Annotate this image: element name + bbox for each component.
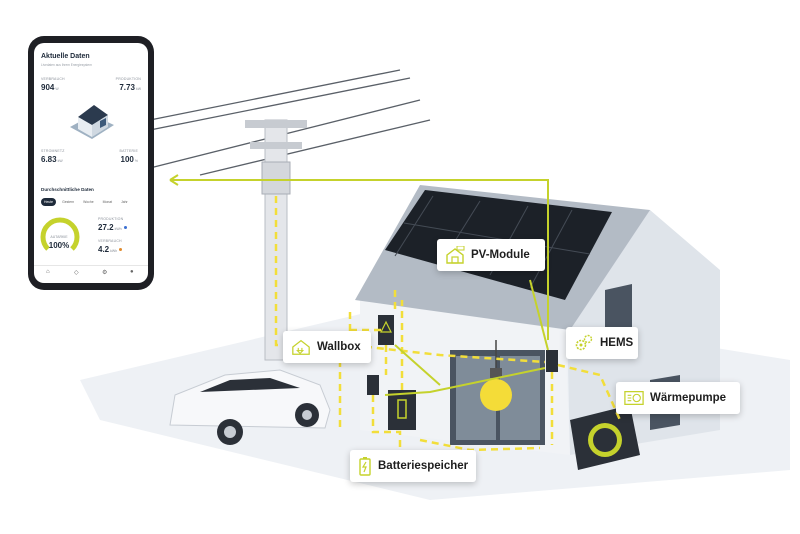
avg-verbrauch-label: VERBRAUCH xyxy=(98,239,122,243)
nav-devices-icon[interactable]: ⚙ xyxy=(102,270,108,276)
autarkie-label: AUTARKIE xyxy=(50,235,68,239)
heat-pump-icon xyxy=(624,388,644,408)
avg-data-title: Durchschnittliche Daten xyxy=(41,187,94,192)
tab-woche[interactable]: Woche xyxy=(83,200,94,204)
solid-connections xyxy=(169,174,549,396)
phone-screen: Aktuelle Daten Livedaten aus Ihrem Energ… xyxy=(34,43,148,283)
tab-heute[interactable]: Heute xyxy=(41,198,57,206)
smartphone: Aktuelle Daten Livedaten aus Ihrem Energ… xyxy=(28,36,154,290)
battery-unit xyxy=(388,390,416,430)
batterie-label: BATTERIE xyxy=(119,149,138,153)
batteriespeicher-text: Batteriespeicher xyxy=(378,460,469,472)
tab-gestern[interactable]: Gestern xyxy=(62,200,75,204)
phone-title: Aktuelle Daten xyxy=(41,53,90,60)
hems-text: HEMS xyxy=(600,337,634,349)
nav-home-icon[interactable]: ⌂ xyxy=(46,269,50,275)
bottom-nav-divider xyxy=(34,265,148,266)
house-thumbnail-icon xyxy=(70,105,114,139)
inverter-box xyxy=(378,315,394,345)
house-plug-icon xyxy=(291,337,311,357)
autarkie-gauge xyxy=(40,217,80,257)
gears-icon xyxy=(574,333,594,353)
nav-chart-icon[interactable]: ◇ xyxy=(74,270,79,276)
heat-pump-unit xyxy=(570,405,640,470)
stromnetz-label: STROMNETZ xyxy=(41,149,65,153)
utility-pole xyxy=(245,119,307,361)
pv-module-text: PV-Module xyxy=(471,249,530,261)
waermepumpe-text: Wärmepumpe xyxy=(650,392,727,404)
batterie-value: 100% xyxy=(120,155,138,164)
waermepumpe-label: Wärmepumpe xyxy=(616,382,740,414)
hems-label: HEMS xyxy=(566,327,638,359)
tab-monat[interactable]: Monat xyxy=(102,200,113,204)
tab-jahr[interactable]: Jahr xyxy=(121,200,128,204)
verbrauch-value: 904W xyxy=(41,83,59,92)
wallbox-label: Wallbox xyxy=(283,331,371,363)
verbrauch-dot-icon xyxy=(119,248,123,252)
electric-car xyxy=(169,369,331,445)
battery-icon xyxy=(358,456,372,476)
arrow-to-phone xyxy=(170,179,549,340)
solar-house-icon xyxy=(445,245,465,265)
avg-produktion-value: 27.2kWh xyxy=(98,223,127,232)
autarkie-value: 100% xyxy=(48,241,70,250)
produktion-value: 7.73kW xyxy=(119,83,141,92)
meter-box xyxy=(367,375,379,395)
verbrauch-label: VERBRAUCH xyxy=(41,77,65,81)
produktion-label: PRODUKTION xyxy=(115,77,141,81)
produktion-dot-icon xyxy=(123,226,127,230)
hems-box xyxy=(546,350,558,372)
avg-verbrauch-value: 4.2kWh xyxy=(98,245,123,254)
stromnetz-value: 6.83kW xyxy=(41,155,63,164)
phone-subtitle: Livedaten aus Ihrem Energiesystem xyxy=(41,63,92,67)
batteriespeicher-label: Batteriespeicher xyxy=(350,450,476,482)
nav-profile-icon[interactable]: ● xyxy=(130,269,134,275)
pv-module-label: PV-Module xyxy=(437,239,545,271)
period-tabs: Heute Gestern Woche Monat Jahr xyxy=(41,198,131,206)
light-bulb xyxy=(480,340,512,411)
wallbox-text: Wallbox xyxy=(317,341,361,353)
avg-produktion-label: PRODUKTION xyxy=(98,217,124,221)
